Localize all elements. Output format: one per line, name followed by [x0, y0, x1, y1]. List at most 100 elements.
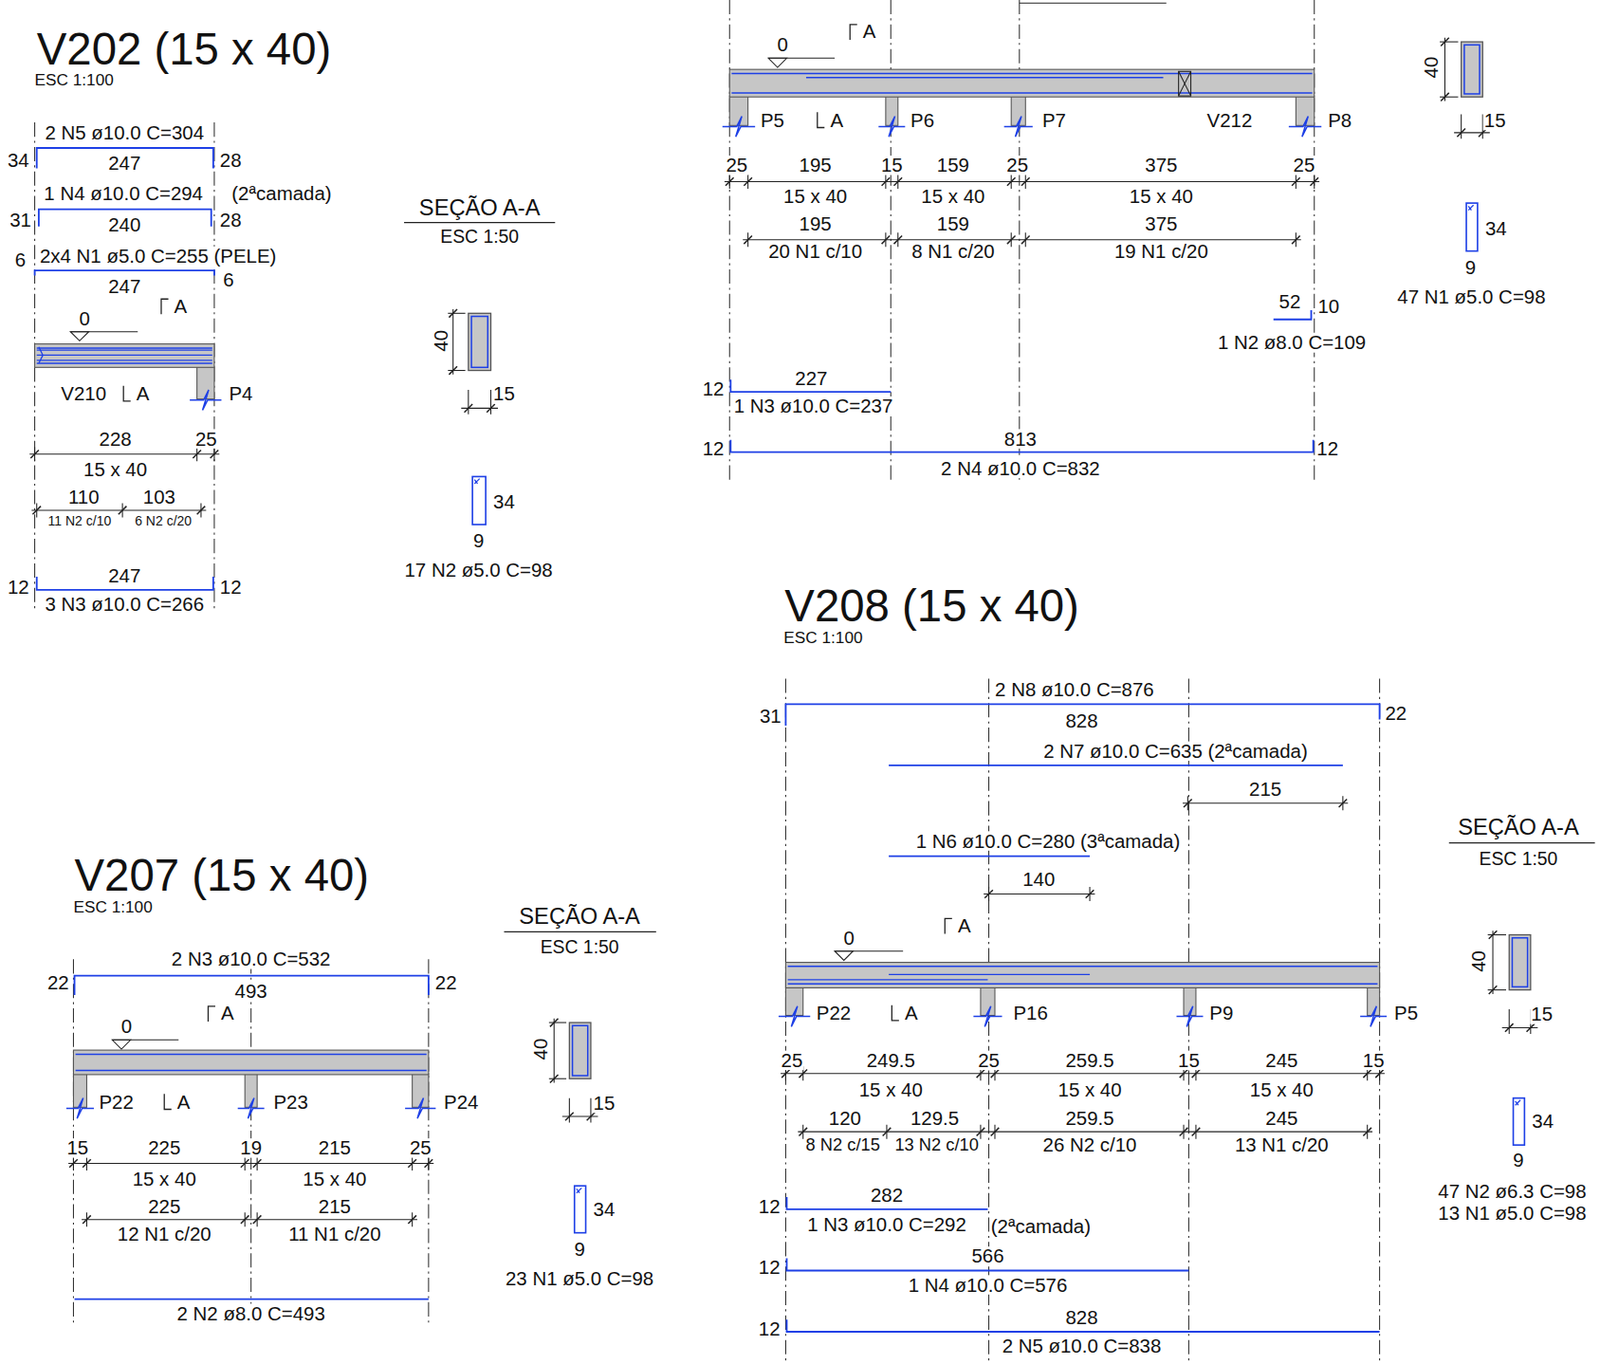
drawing-label: ESC 1:50	[539, 937, 621, 957]
drawing-label: 40	[1469, 949, 1489, 974]
drawing-label: 2 N2 ø8.0 C=493	[175, 1303, 326, 1323]
drawing-label: 22	[1383, 703, 1408, 723]
drawing-label: 15	[1483, 110, 1508, 130]
pillar-symbol	[73, 1073, 87, 1108]
drawing-label: 245	[1264, 1050, 1299, 1070]
extension-line	[490, 389, 492, 415]
drawing-label: 15	[880, 155, 904, 175]
dimension-tick	[464, 404, 474, 413]
dimension-tick	[1362, 1127, 1372, 1137]
dimension-line	[797, 1131, 1373, 1133]
dimension-line	[1019, 2, 1167, 4]
drawing-label: 140	[1021, 869, 1056, 889]
stirrup-hook	[576, 1188, 580, 1193]
dimension-tick	[407, 1214, 417, 1224]
title-underline	[1449, 842, 1596, 844]
beam-title: V208 (15 x 40)	[783, 583, 1081, 628]
dimension-tick	[82, 1158, 92, 1168]
drawing-label: 34	[492, 492, 516, 512]
extension-line	[1460, 113, 1462, 139]
dimension-line	[1453, 131, 1490, 133]
rebar-line	[75, 1069, 427, 1072]
level-line	[70, 331, 138, 332]
drawing-label: P16	[1011, 1003, 1049, 1023]
dimension-tick	[1183, 798, 1193, 808]
drawing-label: 12	[701, 439, 726, 459]
drawing-label: 0	[78, 308, 92, 328]
beam-title: V202 (15 x 40)	[36, 26, 333, 72]
drawing-label: 228	[97, 428, 132, 448]
dimension-line	[742, 239, 1302, 240]
rebar-line	[888, 764, 1343, 767]
break-symbol	[778, 1006, 810, 1028]
dimension-line	[81, 1218, 418, 1220]
dimension-tick	[725, 177, 735, 186]
drawing-label: 40	[531, 1037, 551, 1062]
drawing-label: 6	[221, 270, 236, 290]
drawing-label: 6 N2 c/20	[133, 514, 193, 528]
drawing-label: 13 N1 ø5.0 C=98	[1436, 1203, 1587, 1223]
stirrup-shape	[472, 476, 486, 525]
stirrup-outline	[572, 1025, 589, 1076]
drawing-label: 15	[1361, 1050, 1386, 1070]
extension-line	[549, 1022, 567, 1024]
pillar-symbol	[412, 1073, 429, 1108]
drawing-label: 247	[107, 153, 142, 173]
section-mark	[849, 24, 858, 40]
drawing-label: 12	[701, 379, 726, 399]
hatch-box	[1178, 71, 1192, 96]
extension-line	[1439, 96, 1458, 98]
dimension-tick	[1291, 177, 1301, 186]
extension-line	[1439, 41, 1458, 43]
rebar-line	[788, 965, 1379, 968]
dimension-tick	[240, 1214, 250, 1224]
drawing-label: 25	[1292, 155, 1317, 175]
drawing-label: 15	[1529, 1004, 1554, 1024]
dimension-tick	[1339, 798, 1348, 808]
dimension-tick	[882, 1127, 892, 1137]
rebar-line	[74, 1298, 429, 1301]
rebar-line	[35, 270, 215, 276]
drawing-label: 282	[869, 1185, 904, 1205]
rebar-line	[888, 974, 1090, 975]
rebar-line	[788, 982, 1379, 985]
drawing-label: 28	[219, 150, 243, 170]
drawing-label: 3 N3 ø10.0 C=266	[43, 594, 205, 614]
drawing-label: 34	[6, 150, 31, 170]
drawing-label: 22	[434, 973, 459, 993]
dimension-tick	[991, 1069, 1000, 1079]
drawing-label: SEÇÃO A-A	[517, 904, 642, 928]
stirrup-hook	[1468, 205, 1472, 210]
dimension-line	[1491, 930, 1493, 994]
drawing-label: 259.5	[1064, 1050, 1115, 1070]
drawing-label: 9	[1464, 257, 1478, 277]
dimension-tick	[743, 236, 753, 245]
dimension-tick	[448, 366, 458, 375]
drawing-label: 2 N3 ø10.0 C=532	[170, 949, 332, 969]
drawing-label: 2 N5 ø10.0 C=304	[43, 123, 205, 143]
drawing-label: 15 x 40	[1249, 1080, 1315, 1100]
rebar-line	[806, 76, 1164, 78]
drawing-label: 493	[234, 980, 269, 1000]
drawing-label: P23	[272, 1092, 310, 1112]
drawing-label: 1 N2 ø8.0 C=109	[1216, 332, 1367, 352]
drawing-label: 6	[14, 250, 28, 270]
drawing-label: 9	[472, 531, 486, 551]
drawing-label: 249.5	[865, 1050, 917, 1070]
drawing-label: P22	[815, 1003, 853, 1023]
drawing-label: A	[173, 296, 189, 316]
drawing-label: 247	[107, 276, 142, 296]
level-marker	[768, 57, 787, 68]
dimension-tick	[407, 1158, 417, 1168]
drawing-label: (2ªcamada)	[990, 1216, 1092, 1236]
cross-section	[569, 1022, 591, 1079]
drawing-label: 0	[775, 35, 790, 55]
section-mark	[944, 918, 953, 934]
drawing-label: 15 x 40	[1056, 1080, 1122, 1100]
dimension-tick	[798, 1069, 808, 1079]
drawing-label: 215	[1248, 778, 1283, 798]
rebar-end	[38, 347, 43, 364]
drawing-label: A	[828, 110, 845, 130]
drawing-label: A	[903, 1003, 920, 1023]
title-underline	[404, 221, 555, 223]
